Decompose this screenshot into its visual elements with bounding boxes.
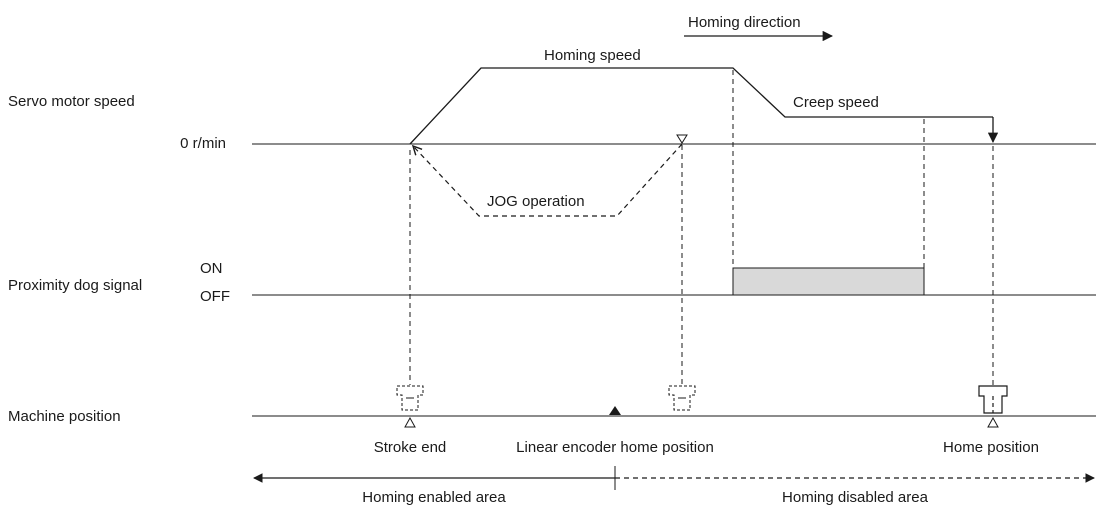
encoder-home-label: Linear encoder home position [516,439,714,456]
stroke-end-dog-icon [396,385,424,411]
proximity-dog-label: Proximity dog signal [8,277,142,294]
speed-profile-line [409,67,993,145]
creep-speed-label: Creep speed [793,94,879,111]
jog-operation-label: JOG operation [487,193,585,210]
stroke-end-label: Stroke end [374,439,447,456]
jog-start-marker [676,134,688,144]
home-position-marker [987,416,999,428]
homing-speed-label: Homing speed [544,47,641,64]
homing-disabled-area-label: Homing disabled area [782,489,929,506]
on-label: ON [200,260,223,277]
zero-speed-label: 0 r/min [180,135,226,152]
home-position-dog-icon [978,385,1008,414]
jog-end-dog-icon [668,385,696,411]
encoder-home-marker [609,406,621,415]
home-position-label: Home position [943,439,1039,456]
machine-position-label: Machine position [8,408,121,425]
stroke-end-marker [404,416,416,428]
jog-operation-path [413,143,683,217]
homing-direction-label: Homing direction [688,14,801,31]
servo-motor-speed-label: Servo motor speed [8,93,135,110]
dog-signal-on-pulse [732,267,925,296]
homing-enabled-area-label: Homing enabled area [362,489,506,506]
off-label: OFF [200,288,230,305]
